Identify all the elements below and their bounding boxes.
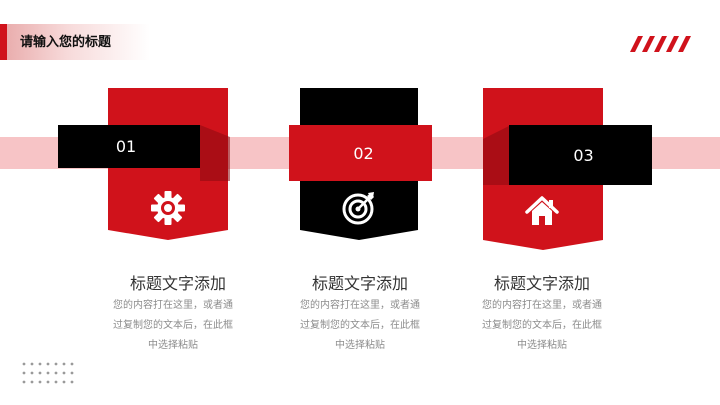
title-background [0, 24, 150, 60]
target-icon [342, 192, 374, 225]
title-accent-bar [0, 24, 7, 60]
number-text-2: 02 [353, 143, 374, 163]
stripes-decoration [630, 36, 691, 52]
home-icon [525, 196, 559, 225]
item-desc-1-line-1: 您的内容打在这里，或者通 [113, 300, 233, 311]
gear-icon [151, 191, 185, 225]
number-text-3: 03 [573, 145, 594, 165]
item-desc-1-line-2: 过复制您的文本后，在此框 [113, 320, 233, 331]
dot-grid-decoration [22, 362, 74, 384]
item-desc-3-line-2: 过复制您的文本后，在此框 [482, 320, 602, 331]
item-title-2: 标题文字添加 [311, 274, 408, 293]
item-desc-2: 您的内容打在这里，或者通 过复制您的文本后，在此框 中选择粘贴 [270, 296, 450, 356]
fold-shadow-1 [200, 125, 230, 181]
item-desc-2-line-1: 您的内容打在这里，或者通 [300, 300, 420, 311]
item-title-1: 标题文字添加 [129, 274, 226, 293]
item-desc-3-line-3: 中选择粘贴 [517, 340, 567, 351]
item-title-3: 标题文字添加 [493, 274, 590, 293]
item-desc-1-line-3: 中选择粘贴 [148, 340, 198, 351]
item-desc-3-line-1: 您的内容打在这里，或者通 [482, 300, 602, 311]
item-desc-2-line-3: 中选择粘贴 [335, 340, 385, 351]
number-label-2: 02 [289, 125, 432, 181]
fold-shadow-3 [483, 125, 511, 185]
number-text-1: 01 [115, 137, 137, 156]
number-label-1: 01 [58, 125, 200, 168]
number-label-3: 03 [509, 125, 652, 185]
item-desc-1: 您的内容打在这里，或者通 过复制您的文本后，在此框 中选择粘贴 [83, 296, 263, 356]
page-title: 请输入您的标题 [20, 35, 112, 50]
item-desc-2-line-2: 过复制您的文本后，在此框 [300, 320, 420, 331]
item-desc-3: 您的内容打在这里，或者通 过复制您的文本后，在此框 中选择粘贴 [452, 296, 632, 356]
